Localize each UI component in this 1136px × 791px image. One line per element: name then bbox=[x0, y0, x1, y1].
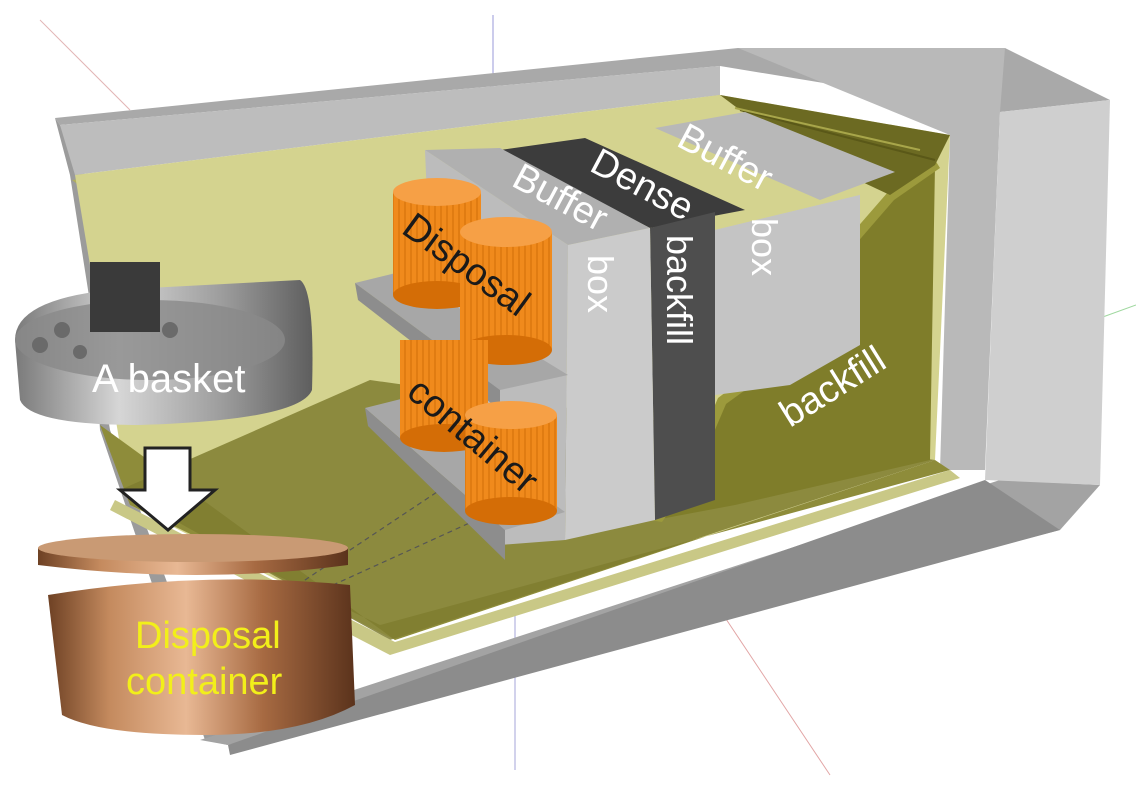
buffer-left-top bbox=[425, 148, 650, 245]
copper-container bbox=[38, 534, 355, 735]
concrete-vault bbox=[55, 48, 1110, 755]
basket-top bbox=[15, 300, 285, 380]
basket-frame bbox=[90, 262, 160, 332]
dense-top bbox=[500, 138, 745, 228]
basket-model bbox=[15, 262, 313, 425]
buffer-right-front-main bbox=[715, 195, 860, 395]
label-backfill-vertical: backfill bbox=[659, 235, 700, 345]
canister-upper-front bbox=[460, 217, 552, 365]
vault-front-left bbox=[55, 118, 228, 745]
buffer-box-right bbox=[655, 112, 895, 395]
axis-red-lower bbox=[719, 609, 831, 776]
canister-lower-front bbox=[465, 401, 557, 525]
vault-floor-front bbox=[228, 480, 1060, 755]
buffer-right-top bbox=[655, 112, 895, 200]
label-disposal-container-line1: Disposal bbox=[135, 615, 281, 657]
dense-front bbox=[650, 212, 715, 520]
disposal-canisters bbox=[393, 178, 557, 525]
label-basket: A basket bbox=[92, 357, 245, 401]
axis-red bbox=[39, 19, 131, 111]
down-arrow-icon bbox=[115, 446, 220, 532]
vault-left-wall bbox=[60, 66, 720, 175]
label-box-left: box bbox=[580, 255, 621, 313]
axis-green bbox=[1099, 304, 1136, 319]
basket-holes bbox=[32, 322, 178, 359]
label-disposal-container-line2: container bbox=[126, 661, 283, 703]
shelf-lower-front bbox=[365, 408, 505, 560]
container-lid-top bbox=[38, 534, 348, 562]
label-box-right: box bbox=[744, 218, 785, 276]
buffer-left-front bbox=[565, 228, 655, 540]
vault-right-back bbox=[738, 48, 1005, 470]
vault-end-face bbox=[985, 100, 1110, 485]
container-body bbox=[48, 579, 355, 735]
dense-backfill-slab bbox=[500, 138, 745, 520]
